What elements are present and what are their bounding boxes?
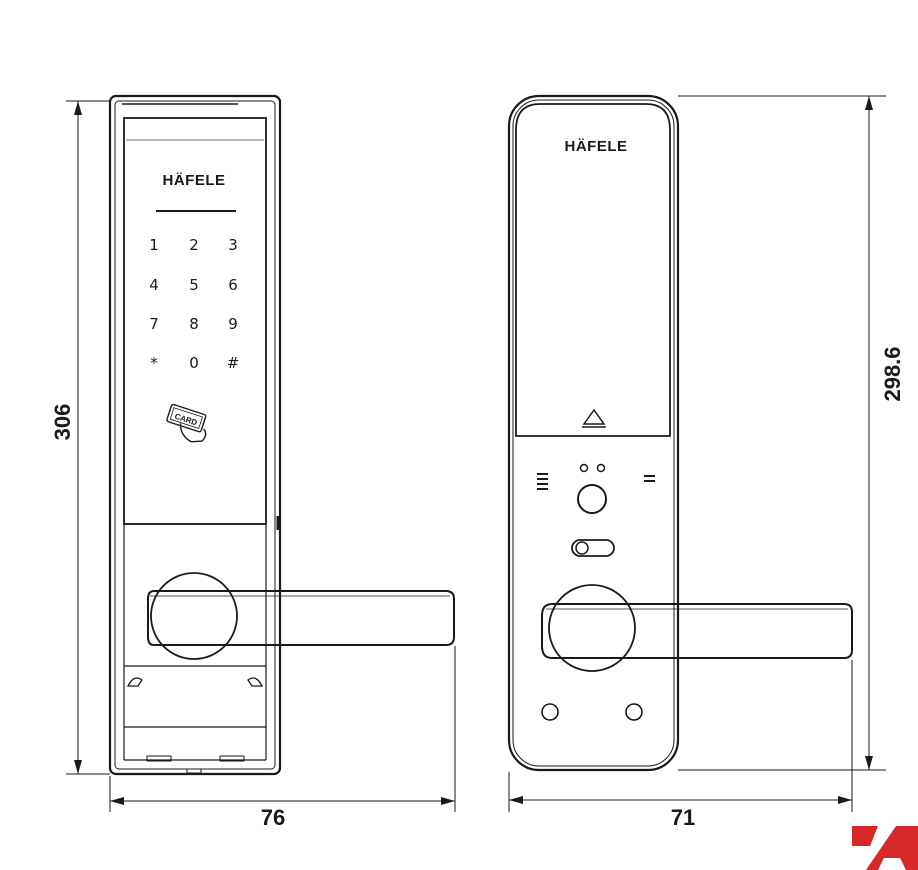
back-handle-rosette [548,584,636,672]
back-lock-view: HÄFELE [507,94,853,772]
keypad-key[interactable]: 4 [149,276,159,294]
lock-toggle-switch[interactable] [571,539,615,557]
screw-icon [541,703,559,721]
brand-corner-logo [852,826,918,870]
front-handle-rosette [150,572,238,660]
keypad-key[interactable]: * [150,354,158,372]
back-dimensions: 298.6 71 [508,95,905,830]
keypad-key[interactable]: 1 [149,236,159,254]
left-speaker-grille-icon [537,473,548,490]
left-clip-icon [126,677,143,687]
back-outer-body [507,94,680,772]
front-width-label: 76 [261,805,285,830]
keypad-key[interactable]: 8 [189,315,199,333]
right-clip-icon [247,677,264,687]
keypad-key[interactable]: 2 [189,236,199,254]
front-height-label: 306 [50,404,75,441]
keypad-key[interactable]: 5 [189,276,199,294]
keypad[interactable]: 1 2 3 4 5 6 7 8 9 * 0 # [149,236,239,372]
back-brand-logo: HÄFELE [565,138,628,155]
eject-icon [582,408,606,428]
fingerprint-sensor-icon[interactable] [577,484,607,514]
back-width-label: 71 [671,805,695,830]
status-led-icon [596,463,606,473]
front-outer-body [108,94,282,776]
keypad-key[interactable]: 3 [228,236,238,254]
back-lever-handle[interactable] [541,603,853,659]
front-lock-view: HÄFELE 1 2 3 4 5 6 7 8 9 * 0 # CARD [108,94,455,776]
back-height-label: 298.6 [880,346,905,401]
keypad-key[interactable]: # [227,354,240,372]
card-reader-icon: CARD [166,403,207,443]
front-brand-logo: HÄFELE [163,172,226,189]
keypad-key[interactable]: 6 [228,276,238,294]
front-dimensions: 306 76 [50,100,456,830]
keypad-key[interactable]: 0 [189,354,199,372]
status-led-icon [579,463,589,473]
front-inner-bevel [114,100,276,770]
keypad-key[interactable]: 9 [228,315,238,333]
keypad-key[interactable]: 7 [149,315,159,333]
right-indicator-icon [644,475,655,482]
screw-icon [625,703,643,721]
back-top-panel [515,103,671,437]
front-lever-handle[interactable] [147,590,455,646]
